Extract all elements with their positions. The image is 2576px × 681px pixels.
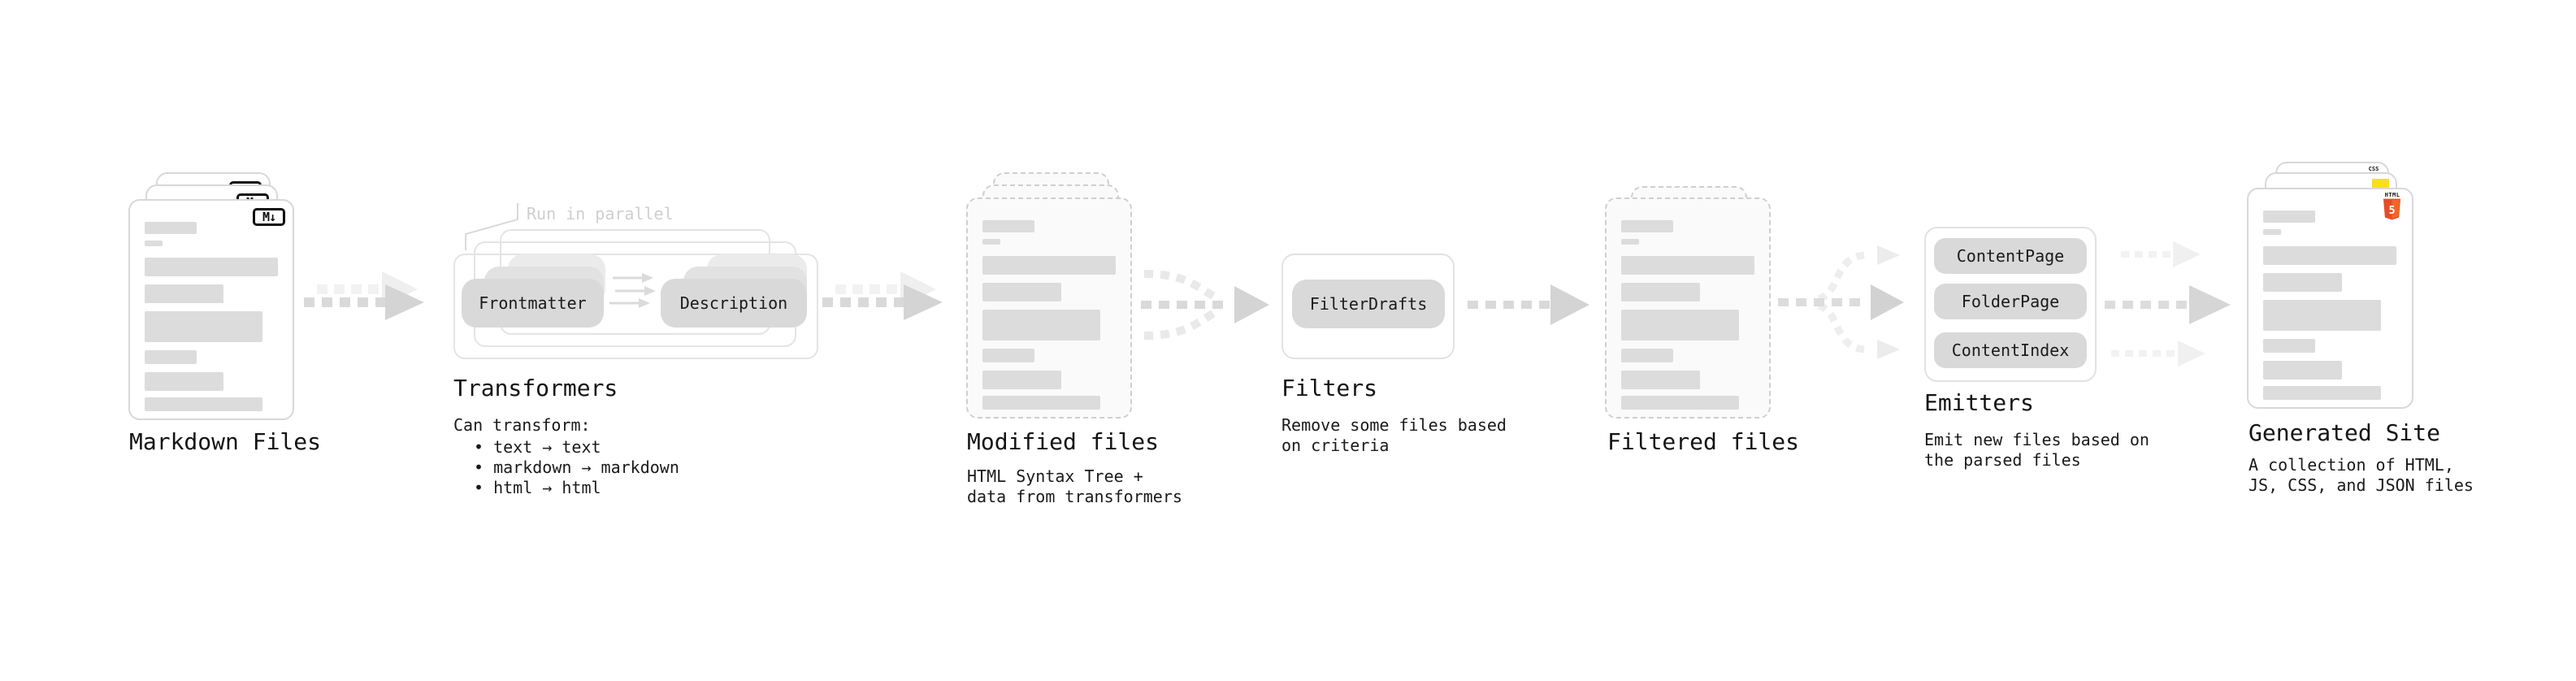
doc-bar	[145, 311, 262, 342]
doc-bar	[1621, 371, 1700, 389]
modified-file-card-front	[966, 197, 1132, 419]
doc-bar	[2263, 386, 2381, 400]
doc-bar	[145, 258, 278, 276]
filtered-files-title: Filtered files	[1607, 428, 1800, 455]
flow-arrow-icon	[1468, 284, 1589, 325]
filters-title: Filters	[1281, 375, 1378, 401]
filtered-file-card-front	[1605, 197, 1771, 419]
transform-bullet: • markdown → markdown	[474, 458, 679, 477]
emitters-title: Emitters	[1924, 389, 2034, 416]
html5-icon-label: HTML	[2384, 192, 2400, 198]
doc-bar	[982, 220, 1034, 232]
doc-bar	[145, 372, 223, 391]
filters-subtitle: Remove some files based on criteria	[1281, 415, 1507, 455]
parallel-arrow-icon	[609, 298, 650, 308]
converge-arrow-icon	[1141, 270, 1269, 340]
html5-icon: HTML 5	[2383, 192, 2402, 220]
flow-arrow-icon	[2105, 285, 2231, 324]
doc-bar	[982, 239, 1000, 245]
diverge-arrow-icon	[1778, 245, 1904, 359]
doc-bar	[2263, 361, 2342, 380]
emitter-contentindex-pill: ContentIndex	[1934, 332, 2087, 368]
transformer-frontmatter-pill: Frontmatter	[462, 279, 604, 327]
parallel-arrow-icon	[613, 273, 653, 283]
doc-text-placeholder	[982, 220, 1116, 410]
markdown-file-card-front: M↓	[128, 199, 294, 420]
doc-bar	[1621, 396, 1739, 410]
transformers-heading: Can transform:	[453, 415, 591, 435]
generated-file-card-front: HTML 5	[2247, 188, 2413, 409]
doc-bar	[2263, 210, 2315, 223]
flow-arrow-icon	[822, 271, 943, 320]
doc-bar	[1621, 349, 1673, 362]
doc-bar	[1621, 220, 1673, 232]
generated-site-subtitle: A collection of HTML, JS, CSS, and JSON …	[2249, 455, 2474, 495]
transformers-layer-front	[453, 254, 818, 359]
doc-bar	[982, 371, 1061, 389]
doc-bar	[2263, 229, 2281, 235]
generated-site-title: Generated Site	[2249, 419, 2441, 446]
modified-files-subtitle: HTML Syntax Tree + data from transformer…	[967, 466, 1182, 506]
doc-bar	[145, 284, 223, 303]
doc-bar	[982, 310, 1100, 340]
doc-bar	[145, 222, 197, 234]
doc-text-placeholder	[1621, 220, 1754, 410]
flow-arrow-icon	[304, 271, 424, 320]
run-in-parallel-label: Run in parallel	[527, 204, 674, 223]
transform-bullet: • text → text	[474, 437, 601, 457]
emitter-contentpage-pill: ContentPage	[1934, 238, 2087, 274]
transformers-title: Transformers	[453, 375, 618, 401]
doc-bar	[2263, 246, 2396, 265]
doc-bar	[2263, 339, 2315, 353]
parallel-arrow-icon	[615, 286, 656, 296]
doc-bar	[982, 349, 1034, 362]
flow-arrow-light-icon	[2121, 241, 2201, 267]
doc-bar	[1621, 239, 1639, 245]
flow-arrow-light-icon	[2111, 340, 2205, 367]
modified-files-title: Modified files	[967, 428, 1160, 455]
doc-bar	[1621, 310, 1739, 340]
css-icon-label: CSS	[2368, 166, 2379, 172]
doc-bar	[145, 241, 163, 246]
doc-bar	[145, 350, 197, 364]
transformer-description-pill: Description	[661, 279, 807, 327]
doc-bar	[982, 256, 1116, 275]
filter-drafts-pill: FilterDrafts	[1292, 280, 1445, 328]
markdown-files-title: Markdown Files	[129, 428, 322, 455]
html5-icon-number: 5	[2388, 205, 2395, 217]
transform-bullet: • html → html	[474, 478, 601, 497]
emitters-subtitle: Emit new files based on the parsed files	[1924, 430, 2149, 470]
doc-text-placeholder	[145, 222, 278, 411]
doc-bar	[145, 397, 262, 411]
markdown-icon: M↓	[253, 208, 285, 226]
doc-text-placeholder	[2263, 210, 2396, 400]
doc-bar	[2263, 273, 2342, 292]
doc-bar	[1621, 256, 1754, 275]
annotation-leader-line	[465, 203, 518, 250]
doc-bar	[982, 396, 1100, 410]
doc-bar	[982, 283, 1061, 301]
doc-bar	[1621, 283, 1700, 301]
doc-bar	[2263, 300, 2381, 331]
emitter-folderpage-pill: FolderPage	[1934, 284, 2087, 319]
